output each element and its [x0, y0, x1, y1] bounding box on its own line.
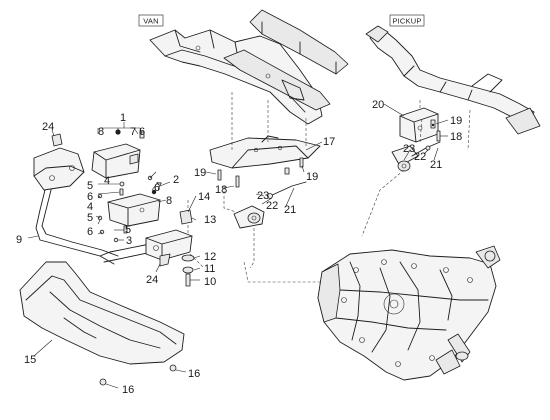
pickup-silent-block: [391, 141, 441, 172]
callout-24: 24: [42, 121, 54, 133]
callout-8: 8: [98, 126, 104, 138]
callout-20: 20: [372, 99, 384, 111]
callout-18: 18: [450, 131, 462, 143]
callout-21: 21: [430, 159, 442, 171]
callout-4: 4: [104, 175, 110, 187]
callout-8: 8: [166, 195, 172, 207]
gearbox-crossmember-plate: [209, 135, 321, 169]
gearbox-assembly: [317, 245, 501, 381]
callout-5: 5: [87, 180, 93, 192]
leader-lines: [27, 103, 449, 389]
callout-6: 6: [87, 226, 93, 238]
callout-1: 1: [120, 112, 126, 124]
callout-15: 15: [24, 354, 36, 366]
callout-17: 17: [323, 136, 335, 148]
van-frame-crossmember: [149, 9, 349, 125]
callout-2: 2: [173, 174, 179, 186]
callout-22: 22: [414, 151, 426, 163]
lower-mount-bracket: [145, 209, 195, 287]
van-crossmember-bolts: [217, 157, 304, 188]
left-end-bracket: [33, 133, 85, 191]
callout-14: 14: [198, 191, 210, 203]
pickup-label-box: PICKUP: [389, 14, 425, 27]
callout-labels: 1 7 8 6 24 4 5 6 7 2 8 5 6 4 5 6 3 9 14 …: [16, 99, 462, 396]
callout-6: 6: [87, 191, 93, 203]
shield-bolts: [99, 364, 177, 386]
callout-7: 7: [130, 126, 136, 138]
callout-11: 11: [204, 263, 215, 275]
callout-24: 24: [146, 274, 158, 286]
callout-16: 16: [122, 384, 134, 396]
callout-16: 16: [188, 368, 200, 380]
upper-mount-bracket: [91, 129, 145, 179]
callout-19: 19: [450, 115, 462, 127]
callout-19: 19: [306, 171, 318, 183]
pickup-frame-crossmember: [365, 25, 541, 135]
callout-6: 6: [154, 182, 160, 194]
callout-12: 12: [204, 251, 216, 263]
callout-21: 21: [284, 204, 296, 216]
callout-4: 4: [87, 201, 93, 213]
van-label: VAN: [143, 17, 158, 26]
pickup-label: PICKUP: [392, 17, 421, 26]
callout-13: 13: [204, 214, 216, 226]
callout-9: 9: [16, 234, 22, 246]
callout-23: 23: [257, 190, 269, 202]
callout-19: 19: [194, 167, 206, 179]
tubular-support-bar: [35, 185, 153, 265]
van-label-box: VAN: [138, 14, 164, 27]
callout-10: 10: [204, 276, 216, 288]
callout-23: 23: [403, 143, 415, 155]
callout-18: 18: [215, 184, 227, 196]
callout-22: 22: [266, 200, 278, 212]
callout-5: 5: [125, 224, 131, 236]
van-silent-block: [233, 181, 307, 229]
underbody-protection-shield: [19, 261, 185, 365]
callout-6: 6: [139, 126, 145, 138]
callout-7: 7: [156, 181, 162, 193]
middle-mount-bracket: [107, 193, 161, 227]
callout-3: 3: [126, 235, 132, 247]
callout-5: 5: [87, 212, 93, 224]
